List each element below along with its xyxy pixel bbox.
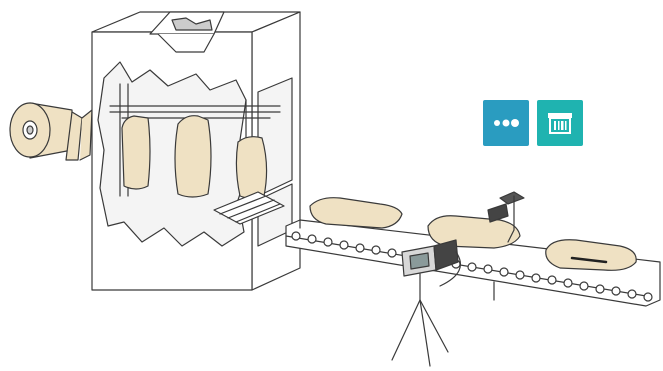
printer-label-glyph — [537, 100, 583, 146]
bagging-machine — [92, 12, 300, 290]
film-roll — [10, 103, 92, 160]
three-dots-glyph — [483, 100, 529, 146]
three-dots-icon[interactable] — [483, 100, 529, 146]
printer-label-icon[interactable] — [537, 100, 583, 146]
label-printer — [392, 240, 460, 366]
